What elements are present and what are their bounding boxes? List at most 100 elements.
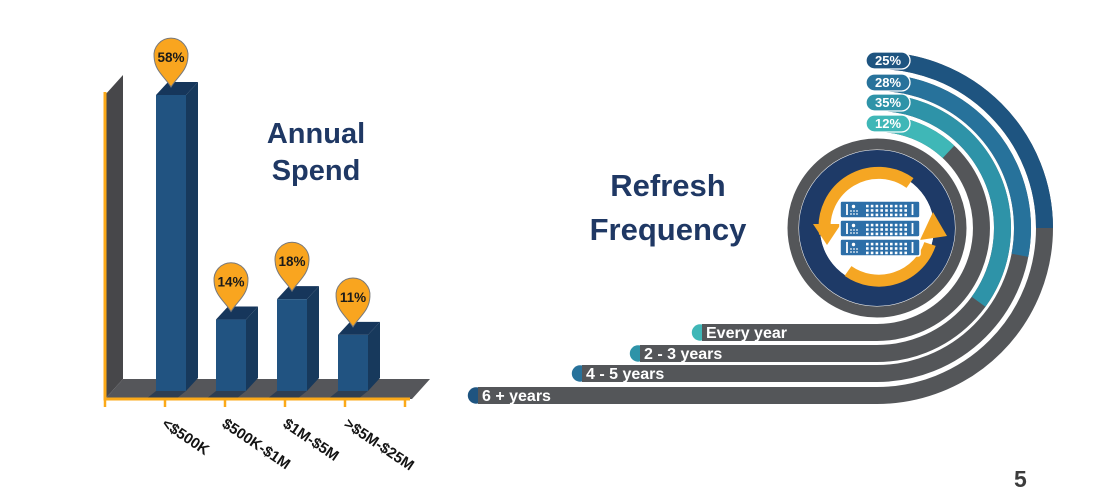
- server-unit-vent: [870, 247, 874, 250]
- server-unit-vent: [866, 232, 869, 236]
- ring-category-label: Every year: [706, 325, 787, 342]
- value-pin-shape: [274, 241, 310, 293]
- server-unit-vent: [885, 213, 888, 217]
- server-unit-dot: [856, 229, 858, 231]
- refresh-frequency-title-line1: Refresh: [610, 168, 726, 203]
- ring-value-arc: [876, 94, 1011, 307]
- server-unit-vent: [890, 213, 893, 217]
- ring-value-label: 12%: [875, 116, 901, 131]
- server-unit-vent: [899, 242, 903, 246]
- bar-shadow: [328, 391, 368, 399]
- server-unit-vent: [890, 232, 893, 236]
- bar-shadow: [146, 391, 186, 399]
- server-stack-icon: [839, 200, 921, 257]
- value-pin-label: 11%: [340, 290, 366, 305]
- server-unit-vent: [904, 228, 907, 231]
- server-unit: [839, 200, 921, 219]
- server-unit-vent: [885, 242, 888, 246]
- server-unit-vent: [899, 247, 903, 250]
- server-unit-vent: [890, 242, 893, 246]
- refresh-frequency-title-line2: Frequency: [589, 212, 747, 247]
- bar-side-face: [186, 82, 198, 391]
- server-unit-vent: [875, 204, 879, 208]
- bar-column: [338, 334, 368, 391]
- server-unit-vent: [904, 213, 907, 217]
- page-number: 5: [1014, 466, 1027, 492]
- ring-value-pill: [865, 73, 911, 92]
- hub-outer-ring: [787, 138, 967, 318]
- ring-category-label: 2 - 3 years: [644, 346, 722, 363]
- server-unit-vent: [866, 223, 869, 227]
- server-unit-vent: [880, 213, 883, 217]
- ring-value-arc: [876, 74, 1031, 257]
- annual-spend-chart: 58%14%18%11%<$500K$500K-$1M$1M-$5M>$5M-$…: [103, 37, 430, 474]
- refresh-arrow-arc-bottom: [844, 241, 936, 287]
- bar-top-face: [338, 321, 380, 335]
- bar-column: [277, 299, 307, 391]
- server-unit-vent: [880, 223, 883, 227]
- server-unit-dot: [853, 251, 855, 253]
- server-unit-dot: [850, 232, 852, 234]
- server-unit-vent: [880, 204, 883, 208]
- server-unit-dot: [850, 213, 852, 215]
- server-unit-vent: [885, 228, 888, 231]
- refresh-arrows-icon: [813, 166, 947, 287]
- server-unit-vent: [880, 242, 883, 246]
- server-unit-dot: [856, 232, 858, 234]
- server-unit-vent: [894, 209, 898, 212]
- server-unit-vent: [866, 204, 869, 208]
- server-unit-vent: [875, 247, 879, 250]
- server-unit-vent: [885, 247, 888, 250]
- server-unit-vent: [899, 232, 903, 236]
- server-unit-vent: [880, 247, 883, 250]
- bar-shadow: [267, 391, 307, 399]
- server-unit-vent: [875, 223, 879, 227]
- server-unit-vent: [899, 213, 903, 217]
- server-unit-vent: [880, 232, 883, 236]
- server-unit-vent: [904, 232, 907, 236]
- server-unit-vent: [899, 209, 903, 212]
- server-unit-vent: [894, 223, 898, 227]
- ring-value-label: 25%: [875, 53, 901, 68]
- server-unit-vent: [894, 247, 898, 250]
- server-unit-vent: [875, 213, 879, 217]
- server-unit-dot: [850, 210, 852, 212]
- value-pin: 14%: [213, 262, 249, 313]
- server-unit-dot: [850, 248, 852, 250]
- server-unit-vent: [904, 242, 907, 246]
- ring-value-pill: [865, 93, 911, 112]
- bar-top-face: [216, 306, 258, 320]
- server-unit-dot: [853, 210, 855, 212]
- annual-spend-title-line1: Annual: [266, 118, 366, 150]
- server-unit-vent: [894, 228, 898, 231]
- server-unit-vent: [880, 251, 883, 255]
- server-unit-dot: [853, 248, 855, 250]
- server-unit-vent: [866, 242, 869, 246]
- server-unit-vent: [875, 232, 879, 236]
- bar-side-face: [246, 306, 258, 391]
- category-label: $500K-$1M: [219, 415, 293, 473]
- server-unit-vent: [904, 209, 907, 212]
- server-unit-vent: [894, 251, 898, 255]
- server-unit-vent: [870, 228, 874, 231]
- server-unit-vent: [904, 251, 907, 255]
- value-pin-shape: [335, 277, 371, 328]
- server-unit-vent: [880, 228, 883, 231]
- ring-value-label: 35%: [875, 95, 901, 110]
- server-unit-vent: [885, 251, 888, 255]
- server-unit-vent: [880, 209, 883, 212]
- server-unit-vent: [875, 242, 879, 246]
- server-unit-vent: [870, 232, 874, 236]
- server-unit-dot: [853, 229, 855, 231]
- server-unit-dot: [853, 213, 855, 215]
- server-unit-vent: [866, 228, 869, 231]
- server-unit-dot: [856, 210, 858, 212]
- refresh-arrowhead-right: [920, 212, 947, 240]
- annual-spend-title: Annual Spend: [231, 116, 401, 190]
- server-unit-vent: [885, 223, 888, 227]
- server-unit-vent: [875, 251, 879, 255]
- ring-value-pill: [865, 114, 911, 133]
- value-pin-label: 14%: [217, 275, 244, 290]
- server-unit-dot: [853, 232, 855, 234]
